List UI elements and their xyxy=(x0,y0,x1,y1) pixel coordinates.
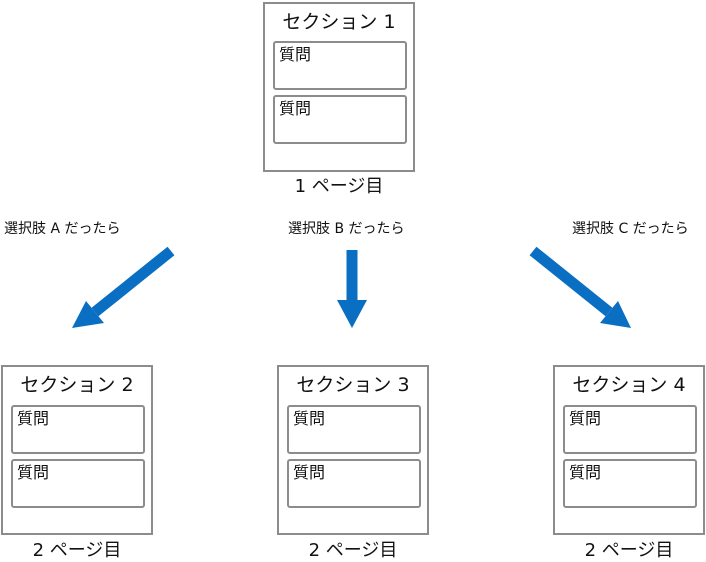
page-section-1: セクション 1 質問 質問 xyxy=(263,2,415,172)
question-label: 質問 xyxy=(569,409,602,428)
question-box: 質問 xyxy=(273,95,407,144)
question-label: 質問 xyxy=(293,409,326,428)
page-section-2: セクション 2 質問 質問 xyxy=(1,365,153,535)
question-box: 質問 xyxy=(563,459,697,508)
arrow-down-left-icon xyxy=(72,246,175,328)
arrow-down-right-icon xyxy=(529,246,631,328)
question-label: 質問 xyxy=(17,409,50,428)
question-label: 質問 xyxy=(569,463,602,482)
question-box: 質問 xyxy=(11,459,145,508)
question-box: 質問 xyxy=(11,405,145,454)
page-number-label: 2 ページ目 xyxy=(32,540,122,561)
choice-label-b: 選択肢 B だったら xyxy=(288,221,405,237)
choice-label-c: 選択肢 C だったら xyxy=(572,221,689,237)
question-label: 質問 xyxy=(17,463,50,482)
question-label: 質問 xyxy=(279,99,312,118)
section-title: セクション 2 xyxy=(20,374,134,396)
arrow-down-icon xyxy=(337,250,367,328)
question-box: 質問 xyxy=(563,405,697,454)
question-label: 質問 xyxy=(293,463,326,482)
page-number-label: 1 ページ目 xyxy=(294,176,384,197)
section-title: セクション 1 xyxy=(282,11,396,33)
page-section-3: セクション 3 質問 質問 xyxy=(277,365,429,535)
question-box: 質問 xyxy=(287,459,421,508)
page-number-label: 2 ページ目 xyxy=(584,540,674,561)
question-label: 質問 xyxy=(279,45,312,64)
question-box: 質問 xyxy=(273,41,407,90)
page-number-label: 2 ページ目 xyxy=(308,540,398,561)
section-title: セクション 3 xyxy=(296,374,410,396)
choice-label-a: 選択肢 A だったら xyxy=(4,221,121,237)
question-box: 質問 xyxy=(287,405,421,454)
section-title: セクション 4 xyxy=(572,374,686,396)
page-section-4: セクション 4 質問 質問 xyxy=(553,365,705,535)
